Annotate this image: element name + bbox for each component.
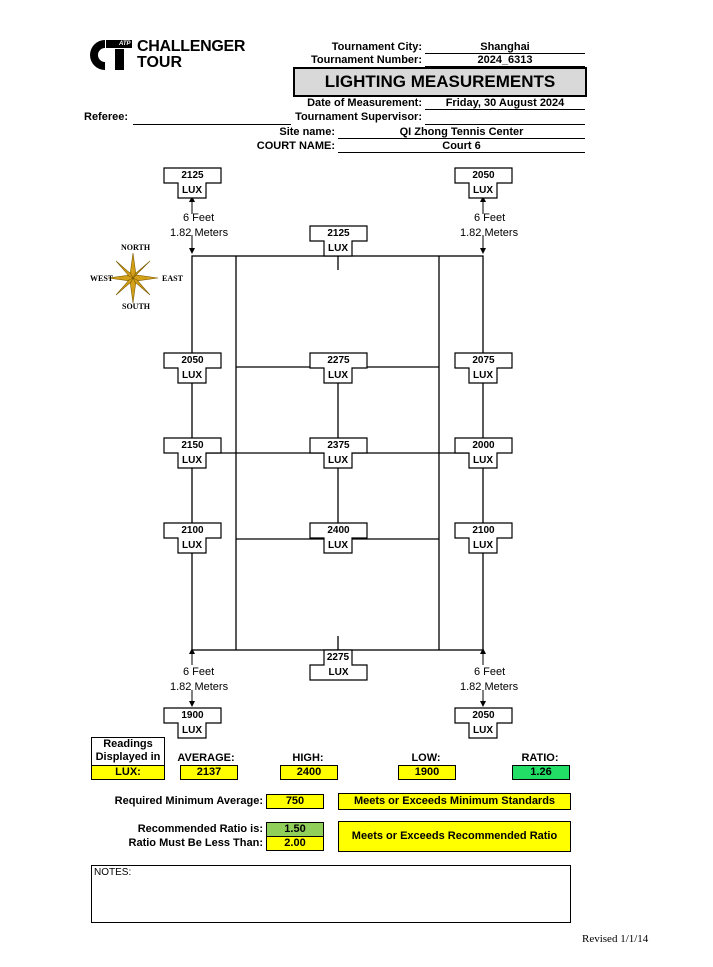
tournament-number-label: Tournament Number: [310, 54, 422, 66]
req-min-value: 750 [266, 794, 324, 809]
unit-bottom-right: LUX [473, 725, 493, 736]
distance-feet-tr: 6 Feet [474, 212, 506, 224]
unit-r1-right: LUX [473, 370, 493, 381]
unit-bottom-center: LUX [328, 667, 349, 678]
atp-logo-icon [90, 40, 132, 70]
unit-r2-right: LUX [473, 455, 493, 466]
compass-west: WEST [90, 274, 114, 283]
unit-r1-center: LUX [328, 370, 348, 381]
supervisor-value [425, 111, 585, 125]
rec-ratio-value: 1.50 [266, 822, 324, 837]
site-value: QI Zhong Tennis Center [338, 126, 585, 139]
reading-r1-left: 2050 [181, 355, 204, 366]
req-min-label: Required Minimum Average: [114, 795, 263, 807]
unit-r2-left: LUX [182, 455, 202, 466]
city-value: Shanghai [425, 41, 585, 54]
reading-bottom-center: 2275 [326, 652, 350, 663]
distance-feet-tl: 6 Feet [183, 212, 215, 224]
high-value: 2400 [280, 765, 338, 780]
distance-meters-tl: 1.82 Meters [170, 227, 229, 239]
notes-box[interactable]: NOTES: [91, 865, 571, 923]
tournament-number-value: 2024_6313 [425, 54, 585, 67]
rec-ratio-label: Recommended Ratio is: [137, 823, 263, 835]
average-value: 2137 [180, 765, 238, 780]
revised-text: Revised 1/1/14 [582, 933, 649, 945]
low-value: 1900 [398, 765, 456, 780]
compass-rose-icon [108, 253, 158, 303]
compass-south: SOUTH [122, 302, 151, 311]
court-label: COURT NAME: [256, 140, 335, 152]
reading-top-left: 2125 [181, 170, 204, 181]
average-label: AVERAGE: [177, 752, 235, 764]
distance-meters-bl: 1.82 Meters [170, 681, 229, 693]
distance-feet-br: 6 Feet [474, 666, 506, 678]
logo-line-1: CHALLENGER [137, 38, 246, 55]
page-title: LIGHTING MEASUREMENTS [293, 67, 587, 97]
compass-north: NORTH [121, 243, 151, 252]
reading-r1-center: 2275 [327, 355, 350, 366]
unit-bottom-left: LUX [182, 725, 202, 736]
date-label: Date of Measurement: [307, 97, 422, 109]
reading-r2-center: 2375 [327, 440, 350, 451]
unit-r3-right: LUX [473, 540, 493, 551]
reading-r2-left: 2150 [181, 440, 204, 451]
ratio-status-box: Meets or Exceeds Recommended Ratio [338, 821, 571, 852]
reading-bottom-right: 2050 [472, 710, 495, 721]
reading-top-center: 2125 [327, 228, 350, 239]
reading-bottom-left: 1900 [181, 710, 204, 721]
referee-value [133, 111, 291, 125]
ratio-label: RATIO: [521, 752, 559, 764]
unit-top-left: LUX [182, 185, 202, 196]
ratio-value: 1.26 [512, 765, 570, 780]
readings-label-2: Displayed in [95, 751, 161, 763]
distance-meters-br: 1.82 Meters [460, 681, 519, 693]
max-ratio-label: Ratio Must Be Less Than: [128, 837, 263, 849]
unit-value-box: LUX: [91, 765, 165, 780]
notes-label: NOTES: [94, 867, 132, 878]
unit-r2-center: LUX [328, 455, 348, 466]
unit-r3-center: LUX [328, 540, 348, 551]
readings-displayed-box: Readings Displayed in [91, 737, 165, 766]
readings-label-1: Readings [103, 738, 153, 750]
unit-r1-left: LUX [182, 370, 202, 381]
unit-top-center: LUX [328, 243, 348, 254]
reading-top-right: 2050 [472, 170, 495, 181]
distance-feet-bl: 6 Feet [183, 666, 215, 678]
reading-r3-left: 2100 [181, 525, 204, 536]
city-label: Tournament City: [331, 41, 422, 53]
reading-r1-right: 2075 [472, 355, 495, 366]
logo-badge: ATP [119, 41, 131, 47]
low-label: LOW: [411, 752, 441, 764]
supervisor-label: Tournament Supervisor: [295, 111, 422, 123]
logo-line-2: TOUR [137, 54, 183, 71]
min-status-box: Meets or Exceeds Minimum Standards [338, 793, 571, 810]
reading-r3-right: 2100 [472, 525, 495, 536]
challenger-tour-logo: ATP CHALLENGER TOUR [89, 38, 249, 72]
distance-meters-tr: 1.82 Meters [460, 227, 519, 239]
unit-top-right: LUX [473, 185, 493, 196]
max-ratio-value: 2.00 [266, 836, 324, 851]
site-label: Site name: [279, 126, 335, 138]
date-value: Friday, 30 August 2024 [425, 97, 585, 110]
reading-r2-right: 2000 [472, 440, 495, 451]
compass-east: EAST [162, 274, 183, 283]
high-label: HIGH: [292, 752, 324, 764]
referee-label: Referee: [84, 111, 129, 123]
unit-r3-left: LUX [182, 540, 202, 551]
reading-r3-center: 2400 [327, 525, 350, 536]
court-value: Court 6 [338, 140, 585, 153]
